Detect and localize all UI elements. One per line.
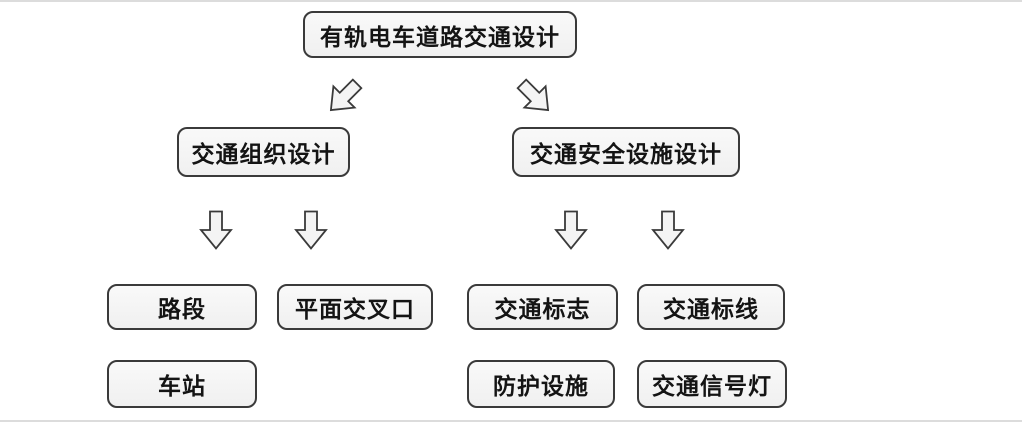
node-leaf-at-grade-intersection: 平面交叉口 <box>277 284 433 330</box>
top-border-line <box>0 0 1022 2</box>
arrow-down-icon <box>289 208 333 252</box>
node-leaf-traffic-signs: 交通标志 <box>467 284 618 330</box>
node-leaf-traffic-signal-lights: 交通信号灯 <box>637 360 787 408</box>
arrow-down-icon <box>646 208 690 252</box>
arrow-down-left-icon <box>322 75 366 119</box>
arrow-down-right-icon <box>513 75 557 119</box>
node-leaf-road-section: 路段 <box>107 284 257 330</box>
arrow-down-icon <box>549 208 593 252</box>
node-branch-traffic-safety-facilities: 交通安全设施设计 <box>512 127 740 177</box>
node-root: 有轨电车道路交通设计 <box>303 11 577 58</box>
node-leaf-station: 车站 <box>107 360 257 408</box>
bottom-border-line <box>0 420 1022 422</box>
node-leaf-protective-facilities: 防护设施 <box>467 360 615 408</box>
arrow-down-icon <box>194 208 238 252</box>
node-branch-traffic-organization: 交通组织设计 <box>177 127 350 177</box>
node-leaf-traffic-markings: 交通标线 <box>637 284 785 330</box>
